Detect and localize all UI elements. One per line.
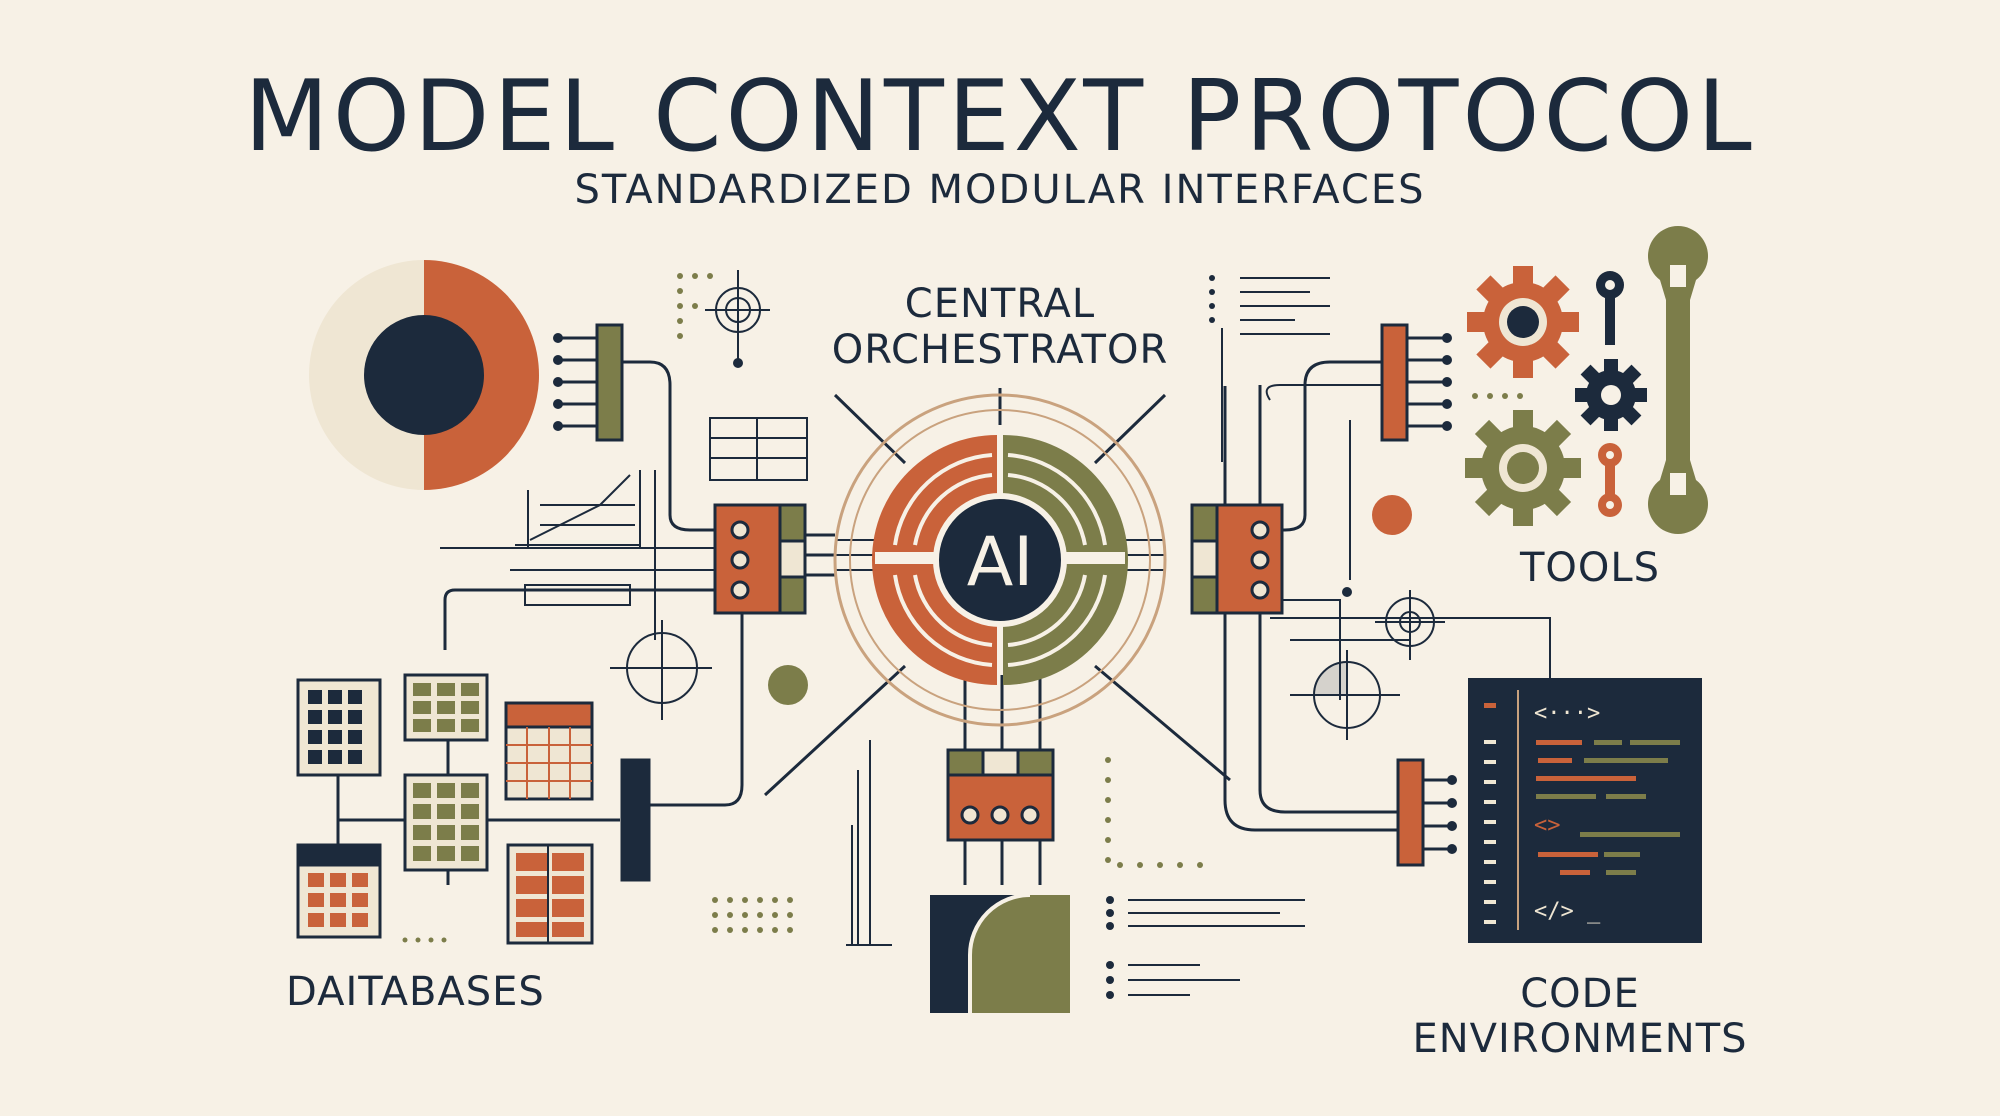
dot-grid-decoration (402, 273, 1523, 943)
olive-dot (768, 665, 808, 705)
line-chart-sketch-icon (515, 470, 641, 548)
crosshair-icon (705, 270, 770, 360)
connector-plug-icon (1396, 758, 1457, 867)
code-snippet-tag-open: <···> (1534, 701, 1600, 726)
crosshair-icon (1290, 650, 1400, 740)
d-shape-graphic (930, 893, 1070, 1013)
databases-label: DAITABASES (286, 969, 545, 1015)
switch-block-left (713, 503, 835, 615)
central-hub-ring (833, 393, 1167, 727)
hub-label-line1: CENTRAL (904, 281, 1096, 327)
gear-icon (1465, 410, 1581, 526)
switch-block-bottom (946, 748, 1055, 842)
page-title: MODEL CONTEXT PROTOCOL (244, 60, 1756, 174)
code-snippet-brackets: <> (1534, 813, 1561, 838)
gear-icon (1467, 266, 1579, 378)
wrench-icon (1596, 271, 1624, 345)
table-sketch-icon (709, 417, 808, 481)
tools-label: TOOLS (1519, 545, 1661, 591)
orange-dot (1372, 495, 1412, 535)
dot-column-decoration (733, 275, 1352, 999)
crosshair-icon (1375, 590, 1445, 660)
wrench-icon (1647, 226, 1708, 535)
text-lines-decoration (1128, 277, 1330, 996)
code-window-icon (1468, 678, 1702, 943)
wrench-icon (1598, 443, 1622, 517)
bar-sketch-icon (524, 584, 631, 606)
switch-block-right (1190, 503, 1284, 615)
database-grid-icon (296, 673, 651, 945)
gear-icon (1575, 359, 1647, 431)
crosshair-icon (610, 620, 712, 720)
code-env-label-line1: CODE (1520, 971, 1640, 1017)
pie-chart-graphic (309, 260, 539, 490)
ai-core-label: AI (967, 523, 1034, 602)
connector-plug-icon (1380, 323, 1452, 442)
code-env-label-line2: ENVIRONMENTS (1412, 1016, 1748, 1062)
page-subtitle: STANDARDIZED MODULAR INTERFACES (574, 167, 1426, 213)
connector-plug-icon (553, 323, 624, 442)
hub-label-line2: ORCHESTRATOR (831, 327, 1169, 373)
code-snippet-closing: </> _ (1534, 899, 1601, 924)
